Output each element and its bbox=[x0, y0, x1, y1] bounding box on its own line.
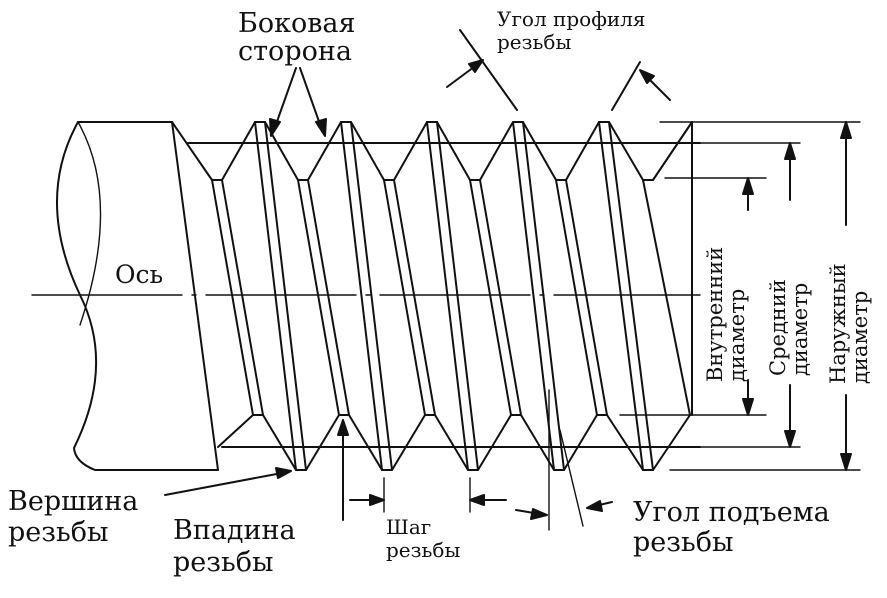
minor-diameter-label-line2: диаметр bbox=[725, 288, 749, 382]
root-label-line1: Впадина bbox=[173, 515, 296, 546]
minor-diameter-dimension bbox=[742, 177, 754, 416]
flank-label-line1: Боковая bbox=[238, 8, 356, 39]
profile-angle-marks bbox=[446, 29, 671, 111]
helix-lines bbox=[211, 121, 693, 471]
pitch-dimension bbox=[349, 477, 507, 513]
root-pointer bbox=[337, 419, 349, 521]
lead-angle-marks bbox=[515, 389, 613, 531]
axis-label: Ось bbox=[115, 260, 164, 289]
crest-pointer bbox=[164, 467, 292, 496]
profile-angle-label-line1: Угол профиля bbox=[497, 7, 646, 31]
crest-label-line2: резьбы bbox=[8, 517, 109, 548]
major-diameter-label-line1: Наружный bbox=[826, 263, 850, 384]
pitch-label-line1: Шаг bbox=[386, 515, 432, 539]
root-label-line2: резьбы bbox=[173, 547, 274, 578]
profile-angle-label-line2: резьбы bbox=[497, 30, 572, 54]
pitch-diameter-dimension bbox=[784, 142, 796, 448]
pitch-diameter-label-line2: диаметр bbox=[788, 282, 812, 376]
lead-angle-label-line2: резьбы bbox=[633, 527, 734, 558]
pitch-label-line2: резьбы bbox=[386, 538, 461, 562]
pitch-diameter-label-line1: Средний bbox=[766, 279, 790, 376]
minor-diameter-label-line1: Внутренний bbox=[703, 246, 727, 382]
major-diameter-dimension bbox=[840, 121, 852, 471]
flank-pointers bbox=[269, 67, 327, 137]
flank-label-line2: сторона bbox=[238, 36, 352, 67]
cylinder-outline bbox=[56, 121, 219, 471]
thread-profile-top bbox=[171, 121, 693, 181]
crest-label-line1: Вершина bbox=[8, 486, 139, 517]
thread-profile-bottom bbox=[217, 414, 691, 471]
chamfer-edge bbox=[171, 121, 219, 471]
lead-angle-label-line1: Угол подъема bbox=[633, 497, 830, 528]
major-diameter-label-line2: диаметр bbox=[848, 290, 872, 384]
